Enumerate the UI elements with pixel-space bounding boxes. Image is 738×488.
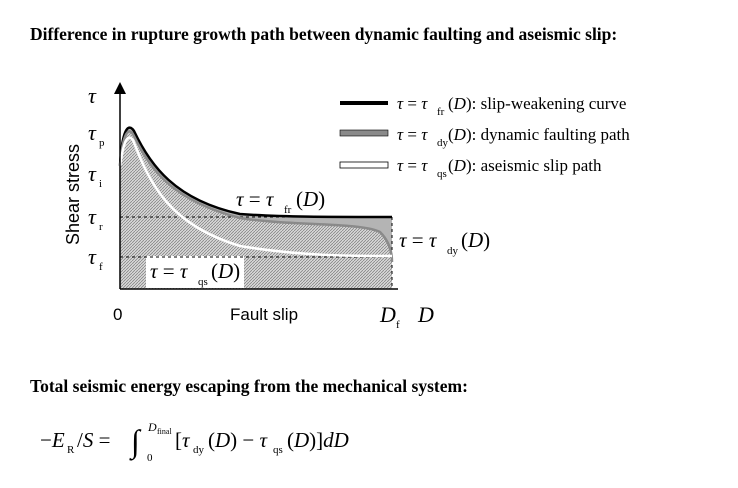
fracture-energy-area: [120, 131, 392, 289]
svg-text:/S =: /S =: [77, 428, 110, 452]
svg-text:∫: ∫: [129, 423, 142, 461]
svg-text:i: i: [99, 178, 102, 190]
y-axis-label: Shear stress: [63, 144, 83, 245]
svg-text:τ: τ: [88, 161, 97, 186]
tau-r-label: τ r: [88, 204, 103, 233]
svg-text:(D): (D): [296, 187, 325, 211]
svg-text:(D): (D): [211, 259, 240, 283]
x-axis-label: Fault slip: [230, 305, 298, 324]
svg-text:τ: τ: [88, 120, 97, 145]
legend-item-slip-weakening: τ = τ fr (D): slip-weakening curve: [340, 94, 626, 118]
legend: τ = τ fr (D): slip-weakening curve τ = τ…: [339, 94, 630, 180]
svg-text:τ = τ: τ = τ: [397, 125, 428, 144]
y-axis-symbol: τ: [88, 83, 97, 108]
x-axis-symbol: D: [417, 302, 434, 327]
svg-text:τ = τ: τ = τ: [399, 228, 438, 252]
svg-text:f: f: [99, 261, 103, 273]
svg-text:(D) − τ: (D) − τ: [208, 428, 269, 452]
svg-text:τ = τ: τ = τ: [397, 156, 428, 175]
svg-text:dy: dy: [447, 245, 459, 257]
origin-label: 0: [113, 305, 122, 324]
heading-rupture-growth: Difference in rupture growth path betwee…: [30, 24, 618, 44]
svg-text:τ = τ: τ = τ: [150, 259, 189, 283]
svg-text:qs: qs: [198, 276, 208, 288]
svg-text:0: 0: [147, 452, 153, 464]
legend-item-aseismic-slip: τ = τ qs (D): aseismic slip path: [339, 156, 602, 180]
heading-seismic-energy: Total seismic energy escaping from the m…: [30, 376, 468, 396]
tau-f-label: τ f: [88, 244, 103, 273]
svg-text:(D): (D): [461, 228, 490, 252]
svg-text:(D): dynamic faulting path: (D): dynamic faulting path: [448, 125, 630, 144]
svg-text:(D)]dD: (D)]dD: [287, 428, 349, 452]
svg-text:[τ: [τ: [175, 428, 191, 452]
svg-text:−E: −E: [40, 428, 65, 452]
dynamic-faulting-path: [118, 130, 394, 263]
tau-p-label: τ p: [88, 120, 105, 149]
svg-text:R: R: [67, 444, 75, 456]
svg-text:qs: qs: [437, 168, 447, 180]
curve-label-qs: τ = τ qs (D): [150, 259, 240, 288]
svg-text:D: D: [147, 420, 157, 434]
aseismic-slip-path: [118, 136, 393, 258]
curve-label-fr: τ = τ fr (D): [236, 187, 325, 216]
svg-text:dy: dy: [437, 137, 449, 149]
svg-text:f: f: [396, 319, 400, 331]
svg-text:τ: τ: [88, 244, 97, 269]
svg-text:p: p: [99, 137, 105, 149]
svg-text:r: r: [99, 221, 103, 233]
svg-text:τ = τ: τ = τ: [397, 94, 428, 113]
df-tick-label: D f: [379, 302, 400, 331]
svg-text:τ: τ: [88, 204, 97, 229]
legend-item-dynamic-faulting: τ = τ dy (D): dynamic faulting path: [339, 125, 630, 149]
svg-text:τ = τ: τ = τ: [236, 187, 275, 211]
svg-text:qs: qs: [273, 444, 283, 456]
svg-text:fr: fr: [284, 204, 292, 216]
aseismic-label-box: [146, 256, 244, 288]
svg-text:final: final: [157, 427, 172, 436]
svg-text:fr: fr: [437, 106, 445, 118]
svg-text:D: D: [379, 302, 396, 327]
svg-text:(D): slip-weakening curve: (D): slip-weakening curve: [448, 94, 626, 113]
svg-text:(D): aseismic slip path: (D): aseismic slip path: [448, 156, 602, 175]
tau-i-label: τ i: [88, 161, 102, 190]
slip-weakening-curve: [118, 126, 393, 219]
curve-label-dy: τ = τ dy (D): [399, 228, 490, 257]
svg-text:dy: dy: [193, 444, 205, 456]
seismic-energy-equation: −E R /S = ∫ 0 D final [τ dy (D) − τ qs (…: [40, 420, 349, 464]
